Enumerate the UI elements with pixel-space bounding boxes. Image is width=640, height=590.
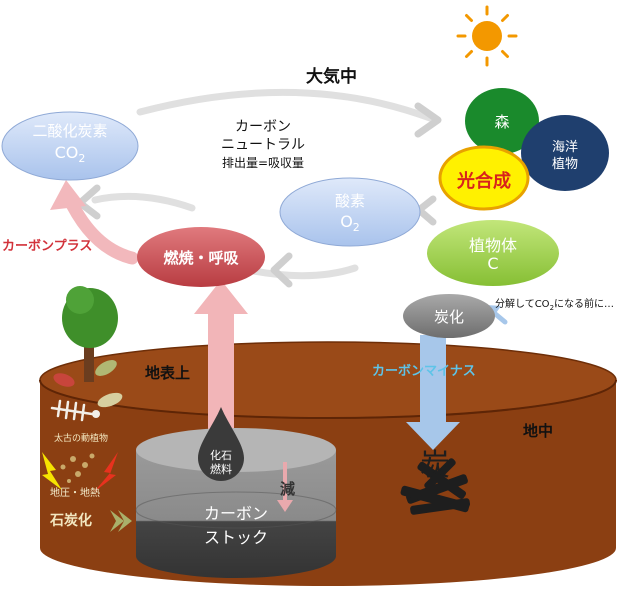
carbon-minus-arrow	[406, 335, 460, 450]
co2-formula-sub: 2	[78, 152, 86, 166]
coalification-arrow	[110, 510, 132, 532]
sun-icon	[456, 5, 518, 67]
charcoal-icon	[400, 458, 471, 515]
ancient-life-label: 太古の動植物	[54, 434, 109, 444]
co2-bubble	[1, 111, 139, 181]
carbon-neutral-label-1: カーボン	[235, 119, 291, 135]
ocean-plant-label-2: 植物	[551, 157, 578, 172]
decompose-note-co: CO	[534, 299, 550, 310]
carbon-plus-arrow	[50, 180, 139, 265]
oxygen-bubble	[279, 177, 421, 247]
carbon-neutral-label-2: ニュートラル	[221, 137, 305, 153]
carbon-stock-label-2: ストック	[203, 528, 268, 547]
atmosphere-label: 大気中	[306, 67, 357, 87]
forest-bubble	[465, 88, 539, 154]
tree-icon	[62, 286, 118, 382]
decompose-note: 分解してCO2になる前に…	[495, 295, 614, 312]
carbonization-label: 炭化	[433, 308, 464, 326]
fossil-fuel-label-1: 化石	[210, 449, 232, 462]
leaf-icon	[53, 360, 123, 408]
decompose-note-sub: 2	[549, 304, 555, 312]
lightning-icon	[42, 452, 118, 492]
carbon-plus-label: カーボンプラス	[2, 239, 93, 254]
plant-body-bubble	[427, 220, 559, 286]
decompose-note-post: になる前に…	[554, 299, 615, 310]
carbon-stock-label-1: カーボン	[203, 504, 268, 523]
surface-label: 地表上	[145, 364, 191, 382]
plant-carbon-label: C	[487, 254, 499, 273]
decompose-note-pre: 分解して	[495, 299, 535, 310]
combustion-bubble	[137, 227, 265, 287]
fish-fossil-icon	[50, 399, 100, 422]
plant-body-label: 植物体	[468, 236, 517, 255]
combustion-label: 燃焼・呼吸	[163, 249, 239, 267]
co2-formula-main: CO	[54, 143, 79, 162]
fossil-fuel-drop	[198, 407, 244, 481]
oxygen-title: 酸素	[334, 192, 365, 210]
emission-absorption-label: 排出量=吸収量	[221, 156, 305, 170]
forest-label: 森	[494, 113, 510, 131]
decrease-arrow	[277, 462, 293, 512]
oxygen-formula: O2	[300, 212, 400, 234]
decrease-label: 減	[280, 480, 296, 498]
fossil-fuel-label-2: 燃料	[210, 463, 232, 476]
photosynthesis-bubble	[438, 145, 530, 211]
oxygen-formula-sub: 2	[352, 221, 360, 235]
photosynthesis-label: 光合成	[457, 171, 511, 192]
ocean-plant-label-1: 海洋	[551, 140, 578, 155]
pressure-heat-label: 地圧・地熱	[50, 488, 100, 499]
underground-label: 地中	[523, 422, 554, 440]
co2-formula: CO2	[14, 143, 126, 165]
carbon-minus-label: カーボンマイナス	[372, 364, 476, 379]
oxygen-formula-main: O	[340, 212, 353, 231]
carbonization-bubble	[403, 294, 495, 338]
pebbles	[60, 453, 95, 483]
co2-title: 二酸化炭素	[32, 122, 108, 140]
charcoal-label: 炭	[420, 448, 450, 483]
coalification-label: 石炭化	[50, 513, 92, 529]
ocean-plant-bubble	[521, 115, 609, 191]
